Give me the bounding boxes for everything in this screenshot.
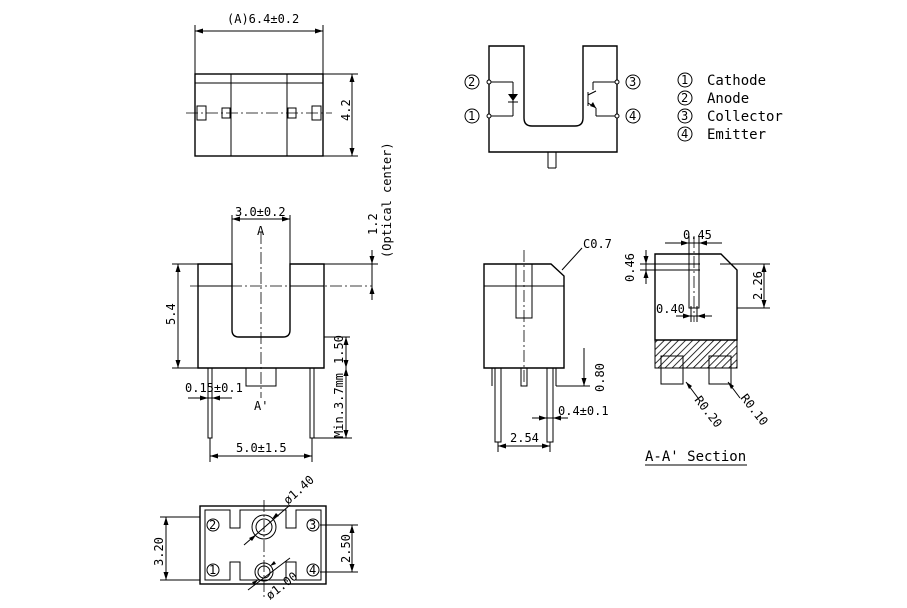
bottom-view: 2 3 1 4 ø1.40 ø1.00 3.20 2.50 <box>152 473 358 602</box>
front-view-body <box>197 263 325 369</box>
top-height-label: 4.2 <box>339 99 353 121</box>
bottom-pin3: 3 <box>309 518 316 532</box>
side-view: C0.7 0.80 0.4±0.1 2.54 <box>483 237 612 452</box>
sec-045-label: 0.45 <box>683 228 712 242</box>
sec-046-label: 0.46 <box>623 253 637 282</box>
bottom-h1-label: 3.20 <box>152 537 166 566</box>
legend-num-2: 2 <box>681 91 688 105</box>
section-a-prime-label: A' <box>254 399 268 413</box>
sec-226-label: 2.26 <box>751 271 765 300</box>
legend-label-emitter: Emitter <box>707 127 766 143</box>
lead-gap-label: 1.50 <box>332 335 346 364</box>
r010-label: R0.10 <box>738 391 771 428</box>
pin1-label: 1 <box>468 109 475 123</box>
chamfer-label: C0.7 <box>583 237 612 251</box>
optical-center-note: (Optical center) <box>380 142 394 258</box>
side-view-body <box>483 263 565 369</box>
lead-min-label: Min.3.7mm <box>332 373 346 438</box>
slot-width-label: 3.0±0.2 <box>235 205 286 219</box>
section-title: A-A' Section <box>645 449 746 465</box>
legend-label-anode: Anode <box>707 91 749 107</box>
pin3-label: 3 <box>629 75 636 89</box>
bottom-d1-label: ø1.40 <box>281 473 317 508</box>
bottom-pin4: 4 <box>309 563 316 577</box>
height-total-label: 5.4 <box>164 303 178 325</box>
section-view-body <box>654 253 738 341</box>
lead-pitch-front-label: 5.0±1.5 <box>236 441 287 455</box>
pin-legend: 1 Cathode 2 Anode 3 Collector 4 Emitter <box>677 72 783 143</box>
r020-label: R0.20 <box>692 393 725 430</box>
legend-num-1: 1 <box>681 73 688 87</box>
front-view: A A' 3.0±0.2 1.2 (Optical center) 5.4 1.… <box>164 142 394 462</box>
schematic: 2 1 3 4 <box>464 45 641 169</box>
lead-thickness-label: 0.15±0.1 <box>185 381 243 395</box>
top-view-body <box>194 73 324 157</box>
lead-protrusion-label: 0.80 <box>593 363 607 392</box>
sec-040-label: 0.40 <box>656 302 685 316</box>
led-symbol <box>508 94 518 101</box>
pin2-label: 2 <box>468 75 475 89</box>
schematic-outline <box>488 45 618 153</box>
legend-num-3: 3 <box>681 109 688 123</box>
lead-pitch-side-label: 2.54 <box>510 431 539 445</box>
phototransistor-symbol <box>590 102 596 108</box>
legend-label-cathode: Cathode <box>707 73 766 89</box>
section-a-label: A <box>257 224 265 238</box>
bottom-view-body <box>199 505 327 585</box>
optical-center-label: 1.2 <box>366 213 380 235</box>
pin4-label: 4 <box>629 109 636 123</box>
bottom-h2-label: 2.50 <box>339 534 353 563</box>
top-width-label: (A)6.4±0.2 <box>227 12 299 26</box>
lead-width-label: 0.4±0.1 <box>558 404 609 418</box>
legend-label-collector: Collector <box>707 109 783 125</box>
section-hatch <box>654 339 738 369</box>
bottom-pin1: 1 <box>209 563 216 577</box>
legend-num-4: 4 <box>681 127 688 141</box>
bottom-pin2: 2 <box>209 518 216 532</box>
section-view: 0.45 0.46 2.26 0.40 R0.20 R0.10 A-A' Sec… <box>623 228 771 466</box>
top-view: (A)6.4±0.2 4.2 <box>186 12 358 157</box>
